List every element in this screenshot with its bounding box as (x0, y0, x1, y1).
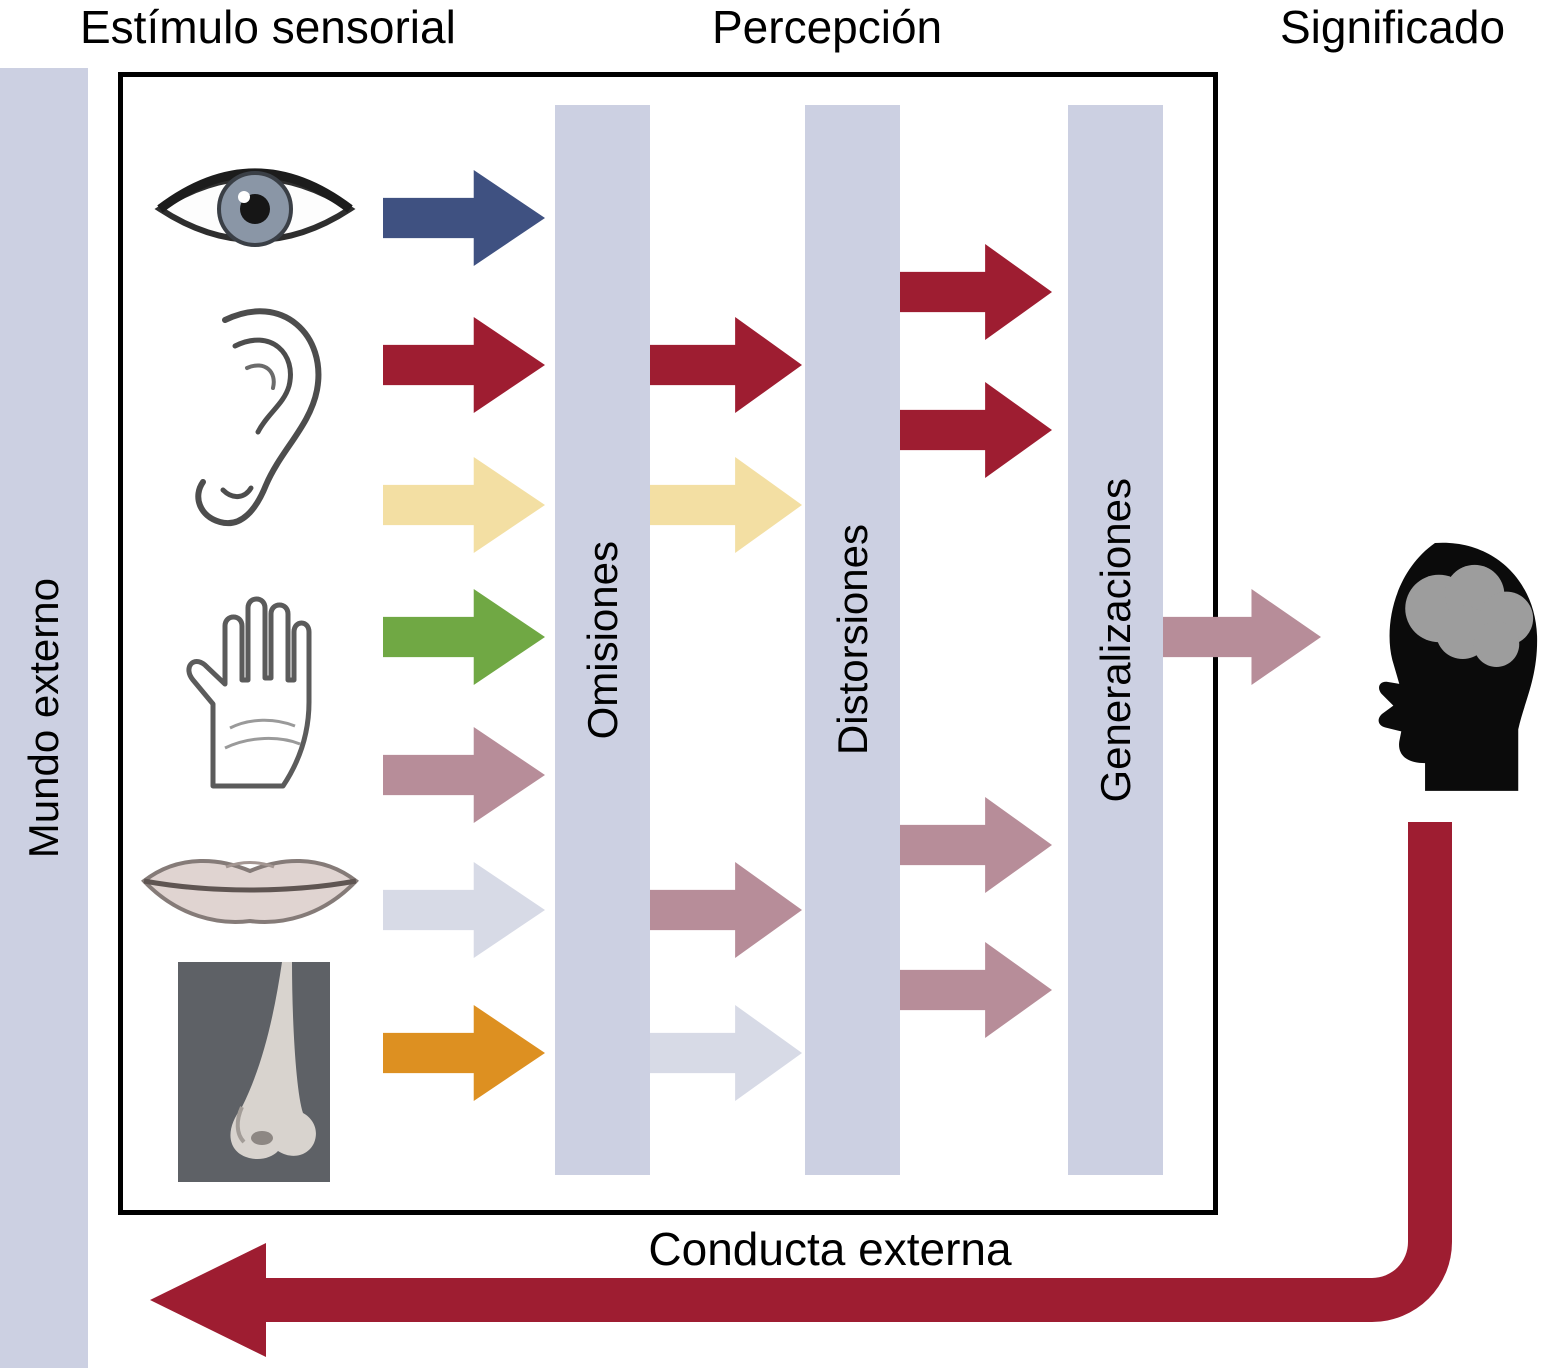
header-perception: Percepción (712, 1, 943, 53)
hand-image (155, 568, 360, 790)
nose-icon (178, 962, 330, 1182)
return-arrow-bend (260, 822, 1452, 1322)
distortions-label: Distorsiones (828, 524, 876, 756)
header-sensory-stimulus: Estímulo sensorial (80, 1, 456, 53)
external-world-bar: Mundo externo (0, 68, 88, 1368)
ear-image (165, 298, 345, 532)
nose-image (178, 962, 330, 1182)
external-behaviour-label: Conducta externa (648, 1223, 1012, 1275)
omissions-bar: Omisiones (555, 105, 650, 1175)
hand-icon (186, 596, 312, 789)
generalizations-bar: Generalizaciones (1068, 105, 1163, 1175)
eye-icon (154, 168, 356, 247)
head-brain-icon (1378, 542, 1538, 791)
external-world-label: Mundo externo (20, 577, 67, 859)
omissions-label: Omisiones (578, 540, 626, 740)
return-arrow-head (150, 1243, 266, 1357)
ear-icon (195, 308, 322, 527)
head-silhouette (1318, 535, 1546, 793)
distortions-bar: Distorsiones (805, 105, 900, 1175)
header-meaning: Significado (1280, 1, 1506, 53)
generalizations-label: Generalizaciones (1091, 477, 1139, 803)
eye-image (152, 145, 358, 273)
